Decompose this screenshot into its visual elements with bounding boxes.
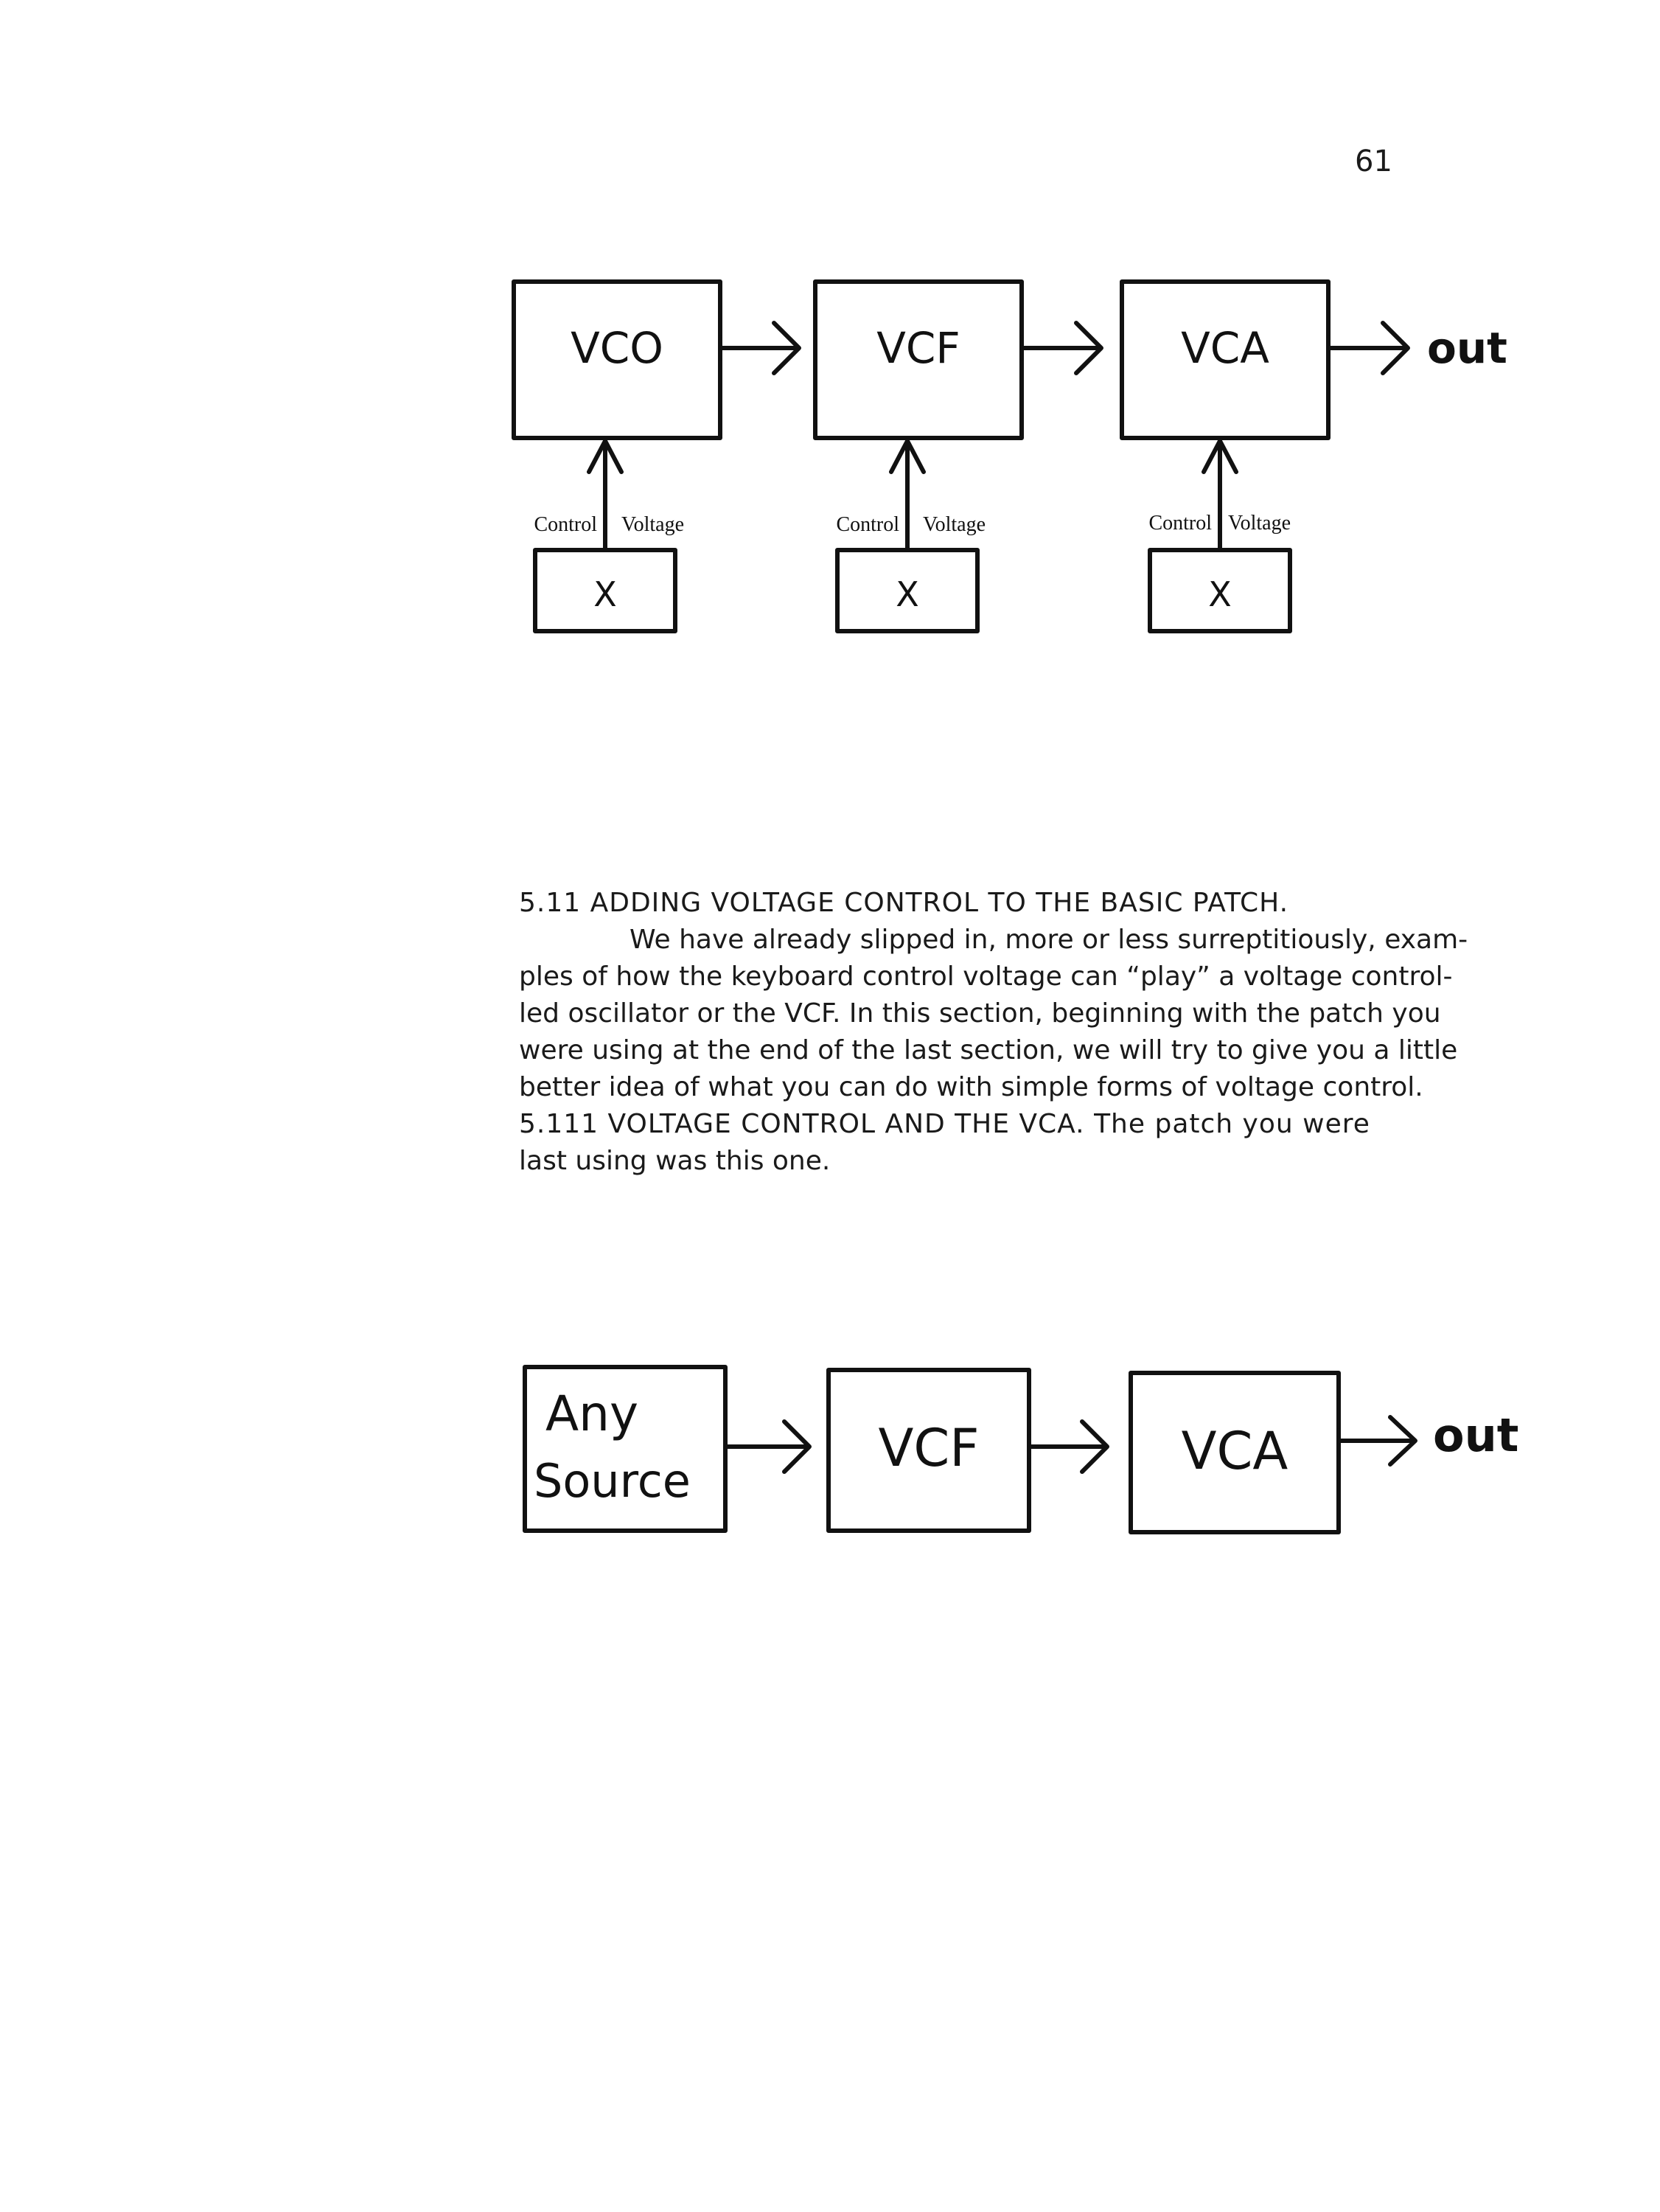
- output-label: out: [1433, 1408, 1518, 1462]
- page-number: 61: [1355, 145, 1392, 178]
- cv-arrow-vcf: [889, 439, 926, 552]
- output-label: out: [1427, 323, 1507, 373]
- source-label-line2: Source: [534, 1454, 691, 1508]
- cv-arrow-vca: [1202, 439, 1238, 552]
- voltage-label-vco: Voltage: [621, 513, 684, 536]
- module-label-vcf: VCF: [878, 1418, 979, 1478]
- cv-arrow-vco: [587, 439, 624, 552]
- subsection-line: 5.111 VOLTAGE CONTROL AND THE VCA. The p…: [519, 1109, 1370, 1139]
- body-line: ples of how the keyboard control voltage…: [519, 961, 1453, 992]
- arrow-vca-to-out: [1336, 1415, 1417, 1467]
- arrow-vca-to-out: [1326, 321, 1410, 375]
- body-line: We have already slipped in, more or less…: [630, 925, 1468, 955]
- module-label-vca: VCA: [1182, 1421, 1288, 1481]
- module-label-vca: VCA: [1181, 323, 1269, 373]
- arrow-vco-to-vcf: [718, 321, 801, 375]
- voltage-label-vca: Voltage: [1228, 512, 1291, 535]
- cv-source-label-vca: X: [1208, 574, 1232, 614]
- voltage-label-vcf: Voltage: [923, 513, 986, 536]
- arrow-vcf-to-vca: [1019, 321, 1103, 375]
- body-line: better idea of what you can do with simp…: [519, 1072, 1423, 1102]
- section-5-11: 5.11 ADDING VOLTAGE CONTROL TO THE BASIC…: [519, 885, 1477, 1180]
- control-label-vcf: Control: [836, 513, 899, 536]
- cv-source-label-vcf: X: [896, 574, 919, 614]
- section-heading: 5.11 ADDING VOLTAGE CONTROL TO THE BASIC…: [519, 888, 1289, 918]
- subsection-line: last using was this one.: [519, 1146, 831, 1176]
- arrow-vcf-to-vca: [1027, 1419, 1109, 1474]
- module-label-vcf: VCF: [876, 323, 960, 373]
- cv-source-label-vco: X: [593, 574, 617, 614]
- control-label-vca: Control: [1148, 512, 1212, 535]
- control-label-vco: Control: [534, 513, 597, 536]
- body-line: led oscillator or the VCF. In this secti…: [519, 998, 1441, 1029]
- diagram-voltage-control-chain: VCO VCF VCA out Control Voltage Control …: [512, 279, 1507, 633]
- module-label-vco: VCO: [571, 323, 663, 373]
- diagram-basic-patch: Any Source VCF VCA out: [523, 1365, 1518, 1534]
- body-line: were using at the end of the last sectio…: [519, 1035, 1458, 1065]
- source-label-line1: Any: [545, 1385, 638, 1442]
- arrow-source-to-vcf: [723, 1419, 812, 1474]
